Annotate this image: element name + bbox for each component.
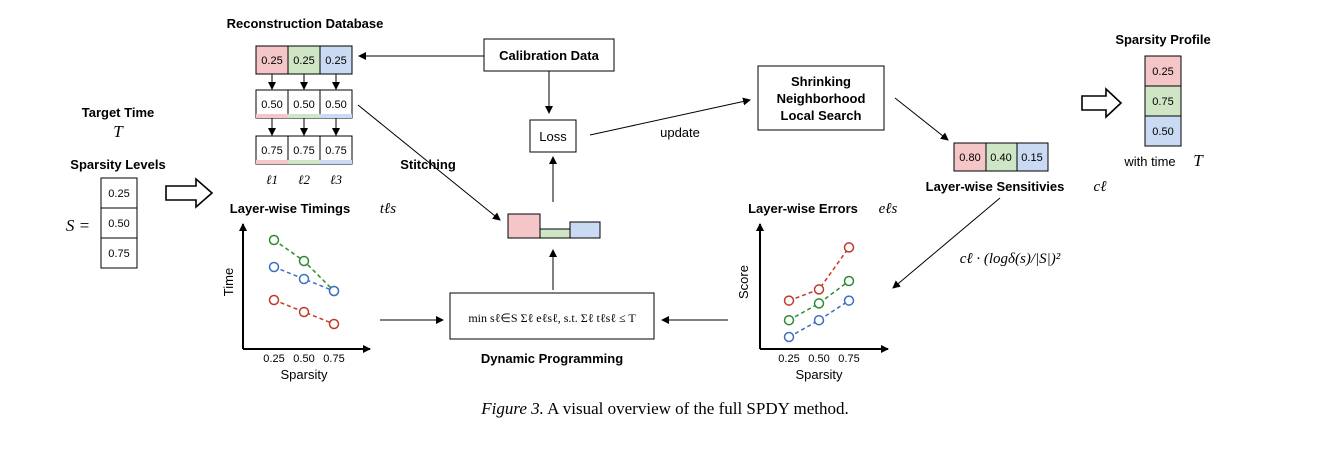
- search-line: Shrinking: [791, 74, 851, 89]
- loss-label: Loss: [539, 129, 567, 144]
- timings-data-point: [298, 273, 310, 285]
- errors-title: Layer-wise Errors: [748, 201, 858, 216]
- db-cell: 0.50: [325, 99, 346, 111]
- errors-data-point: [783, 314, 795, 326]
- timings-data-point: [298, 306, 310, 318]
- layer-label: ℓ2: [298, 172, 310, 187]
- sensitivities-symbol: cℓ: [1094, 179, 1107, 195]
- caption-text: A visual overview of the full SPDY metho…: [544, 399, 849, 418]
- errors-symbol: eℓs: [879, 201, 898, 217]
- profile-caption: with time: [1123, 154, 1175, 169]
- timings-plot: [268, 234, 340, 330]
- errors-ylabel: Score: [736, 265, 751, 299]
- caption-figure-number: Figure 3.: [480, 399, 544, 418]
- errors-xlabel: Sparsity: [796, 367, 843, 382]
- sparsity-level-value: 0.50: [108, 218, 129, 230]
- timings-data-point: [298, 255, 310, 267]
- errors-tick: 0.50: [808, 353, 829, 365]
- database-row-1: 0.25 0.25 0.25: [255, 45, 353, 75]
- calibration-label: Calibration Data: [499, 48, 599, 63]
- errors-data-point: [813, 298, 825, 309]
- layer-label: ℓ1: [266, 172, 278, 187]
- profile-value: 0.25: [1152, 66, 1173, 78]
- timings-title: Layer-wise Timings: [230, 201, 350, 216]
- figure-caption: Figure 3. A visual overview of the full …: [480, 399, 849, 418]
- errors-plot: [783, 242, 855, 343]
- layer-label: ℓ3: [330, 172, 342, 187]
- timings-tick: 0.75: [323, 353, 344, 365]
- sensitivity-formula: cℓ · (logδ(s)/|S|)²: [960, 251, 1061, 267]
- timings-data-point: [328, 285, 340, 297]
- update-label: update: [660, 125, 700, 140]
- errors-data-point: [843, 295, 855, 306]
- sparsity-level-value: 0.25: [108, 188, 129, 200]
- search-line: Neighborhood: [777, 91, 866, 106]
- timings-xlabel: Sparsity: [281, 367, 328, 382]
- db-cell: 0.50: [261, 99, 282, 111]
- sensitivity-value: 0.40: [990, 152, 1011, 164]
- sensitivity-value: 0.80: [959, 152, 980, 164]
- target-time-symbol: T: [113, 122, 124, 141]
- db-cell: 0.25: [261, 55, 282, 67]
- search-line: Local Search: [781, 108, 862, 123]
- db-cell: 0.75: [261, 145, 282, 157]
- errors-tick: 0.75: [838, 353, 859, 365]
- db-cell: 0.50: [293, 99, 314, 111]
- errors-data-point: [813, 284, 825, 295]
- errors-tick: 0.25: [778, 353, 799, 365]
- timings-data-point: [328, 318, 340, 330]
- dp-label: Dynamic Programming: [481, 351, 623, 366]
- timings-series-line: [273, 266, 335, 292]
- profile-title: Sparsity Profile: [1115, 32, 1210, 47]
- profile-box: 0.25 0.75 0.50: [1144, 55, 1182, 147]
- profile-value: 0.75: [1152, 96, 1173, 108]
- local-search-box: [757, 65, 885, 131]
- errors-series-line: [788, 246, 850, 302]
- database-row-3: 0.75 0.75 0.75: [255, 135, 353, 165]
- db-cell: 0.25: [293, 55, 314, 67]
- loss-box: [529, 119, 577, 153]
- sensitivity-value: 0.15: [1021, 152, 1042, 164]
- sparsity-level-value: 0.75: [108, 248, 129, 260]
- sparsity-levels-title: Sparsity Levels: [70, 157, 165, 172]
- hollow-arrow-icon: [165, 177, 214, 209]
- db-cell: 0.25: [325, 55, 346, 67]
- database-title: Reconstruction Database: [227, 16, 384, 31]
- profile-value: 0.50: [1152, 126, 1173, 138]
- timings-tick: 0.50: [293, 353, 314, 365]
- timings-series-line: [273, 299, 335, 325]
- errors-data-point: [813, 314, 825, 326]
- errors-data-point: [843, 275, 855, 287]
- stitched-profile: [507, 213, 601, 239]
- errors-data-point: [783, 295, 795, 306]
- errors-data-point: [843, 242, 855, 253]
- db-cell: 0.75: [325, 145, 346, 157]
- target-time-title: Target Time: [82, 105, 154, 120]
- timings-tick: 0.25: [263, 353, 284, 365]
- sparsity-set-symbol: S =: [66, 216, 90, 235]
- database-row-2: 0.50 0.50 0.50: [255, 89, 353, 119]
- timings-data-point: [268, 234, 280, 246]
- sparsity-levels-box: 0.25 0.50 0.75: [100, 177, 138, 269]
- profile-symbol: T: [1193, 151, 1204, 170]
- dp-box: [449, 292, 655, 340]
- timings-symbol: tℓs: [380, 201, 396, 217]
- sensitivities-box: 0.80 0.40 0.15: [953, 142, 1049, 172]
- hollow-arrow-icon: [1081, 87, 1123, 119]
- timings-ylabel: Time: [221, 268, 236, 296]
- errors-data-point: [783, 331, 795, 343]
- errors-series-line: [788, 299, 850, 338]
- sensitivities-title: Layer-wise Sensitivies: [926, 179, 1065, 194]
- calibration-box: [483, 38, 615, 72]
- timings-data-point: [268, 261, 280, 273]
- timings-data-point: [268, 294, 280, 306]
- dp-objective: min sℓ∈S Σℓ eℓsℓ, s.t. Σℓ tℓsℓ ≤ T: [468, 311, 636, 325]
- errors-series-line: [788, 280, 850, 321]
- db-cell: 0.75: [293, 145, 314, 157]
- stitching-label: Stitching: [400, 157, 456, 172]
